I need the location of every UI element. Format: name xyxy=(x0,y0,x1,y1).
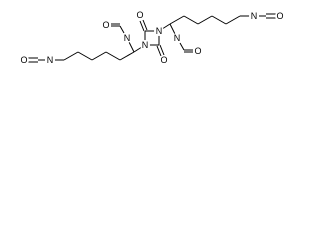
atom-upper-chain-o: O xyxy=(276,11,283,21)
atom-ring-n-right: N xyxy=(156,26,163,36)
lower-chain-bond-2 xyxy=(105,51,121,61)
upper-chain-bond-2 xyxy=(183,15,199,25)
atom-lower-chain-n: N xyxy=(47,55,54,65)
atom-ring-n-left: N xyxy=(142,40,149,50)
lower-chain-bond-3 xyxy=(91,51,107,61)
lower-chain-bond-4 xyxy=(77,51,93,61)
atom-upper-branch-o: O xyxy=(194,46,201,56)
top-carbonyl-bond-1 xyxy=(139,20,145,32)
lower-chain-bond-5 xyxy=(63,51,79,61)
atom-lower-chain-o: O xyxy=(20,55,27,65)
upper-chain-bond-1 xyxy=(169,15,185,25)
atom-lower-branch-o: O xyxy=(102,20,109,30)
upper-chain-bond-4 xyxy=(211,15,227,25)
atom-ring-o-top: O xyxy=(136,10,143,20)
upper-branch-bond xyxy=(169,23,176,35)
lower-branch-nco-1 xyxy=(119,25,125,34)
upper-chain-bond-3 xyxy=(197,15,213,25)
atom-upper-branch-n: N xyxy=(174,33,181,43)
atom-lower-branch-n: N xyxy=(124,33,131,43)
atom-upper-chain-n: N xyxy=(251,11,258,21)
bottom-carbonyl-bond-2 xyxy=(156,45,162,57)
top-carbonyl-bond-2 xyxy=(142,19,148,31)
upper-branch-nco-1 xyxy=(179,42,185,51)
upper-chain-bond-5 xyxy=(225,15,241,25)
lower-chain-bond-1 xyxy=(119,51,135,61)
chemical-structure: O O N N N O N O N O N O xyxy=(19,10,285,65)
lower-branch-bond xyxy=(128,41,135,53)
atom-labels: O O N N N O N O N O N O xyxy=(19,10,285,65)
atom-ring-o-bottom: O xyxy=(160,55,167,65)
bond-lines xyxy=(28,13,276,63)
bottom-carbonyl-bond-1 xyxy=(159,44,165,56)
